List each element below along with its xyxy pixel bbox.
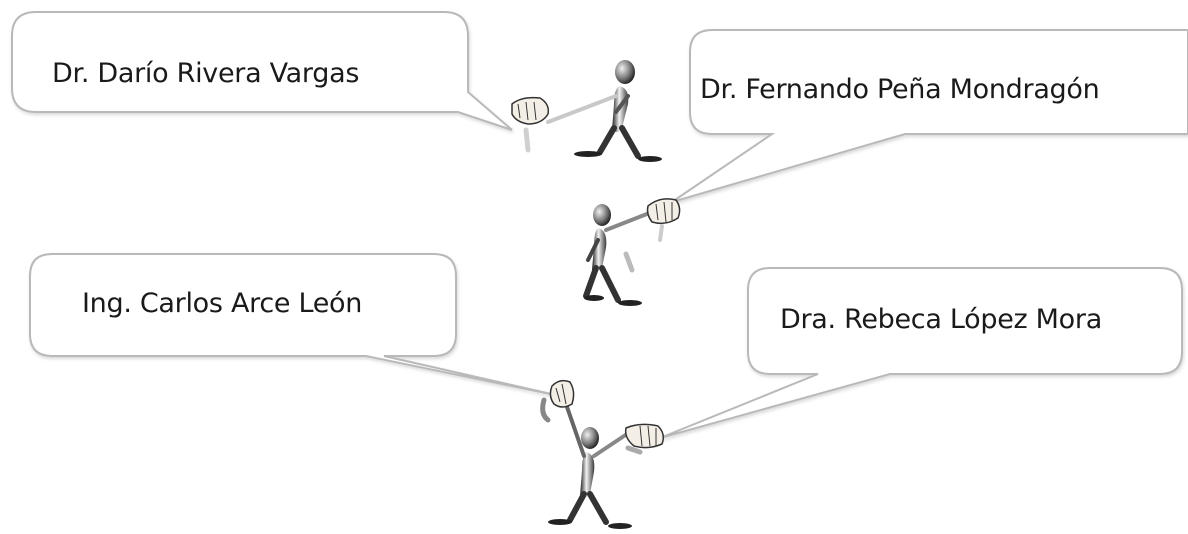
speech-bubble-1 xyxy=(11,11,513,131)
bubble-label-rebeca-lopez: Dra. Rebeca López Mora xyxy=(780,304,1102,335)
bubble-label-dario-rivera: Dr. Darío Rivera Vargas xyxy=(52,58,360,89)
bubble-label-carlos-arce: Ing. Carlos Arce León xyxy=(82,288,363,319)
stick-figure-3 xyxy=(540,379,665,529)
bubble-label-fernando-pena: Dr. Fernando Peña Mondragón xyxy=(700,74,1100,105)
speech-bubble-4 xyxy=(659,267,1183,439)
speech-bubble-3 xyxy=(29,253,561,397)
speech-bubble-2 xyxy=(671,29,1188,203)
stick-figure-2 xyxy=(583,198,681,306)
stick-figure-1 xyxy=(511,60,662,162)
